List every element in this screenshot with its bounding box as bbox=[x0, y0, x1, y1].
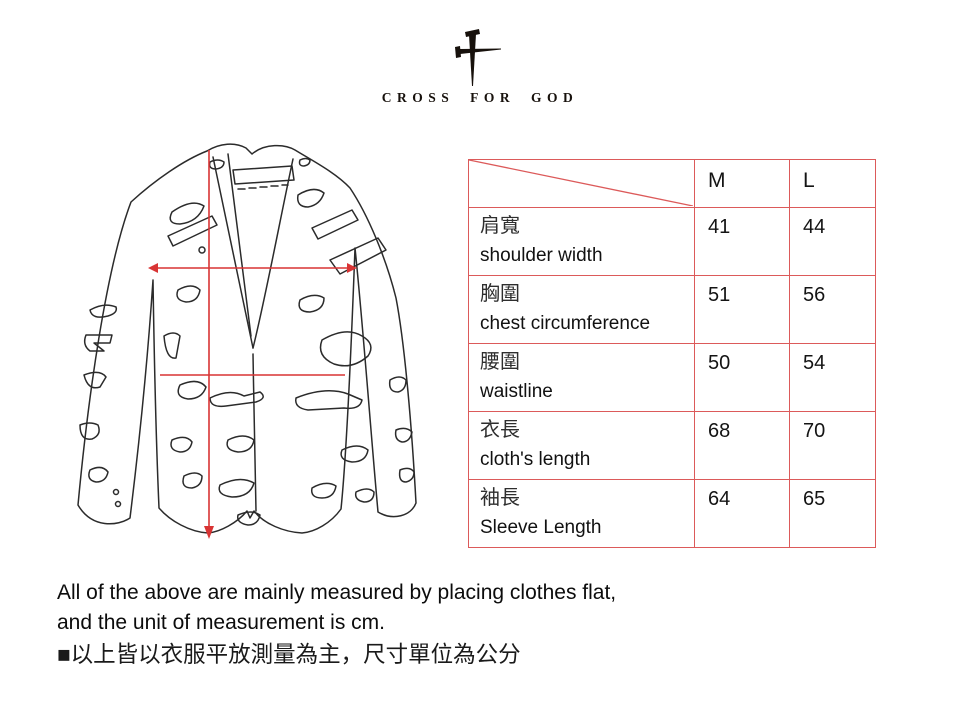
measurement-label-en: waistline bbox=[480, 381, 553, 402]
value-m: 51 bbox=[694, 275, 790, 344]
lapel-roll-line bbox=[227, 153, 252, 337]
measurement-label-zh: 肩寬 bbox=[480, 215, 520, 237]
size-table-row: 肩寬 shoulder width 41 44 bbox=[468, 207, 876, 276]
measurement-label-en: shoulder width bbox=[480, 245, 603, 266]
size-table-body: M L 肩寬 shoulder width 41 44 胸圍 chest cir… bbox=[468, 159, 876, 548]
note-line-3: ■以上皆以衣服平放測量為主，尺寸單位為公分 bbox=[57, 642, 521, 667]
size-table-row: 腰圍 waistline 50 54 bbox=[468, 343, 876, 412]
size-table-row: 胸圍 chest circumference 51 56 bbox=[468, 275, 876, 344]
size-table-header-row: M L bbox=[468, 159, 876, 208]
table-corner-cell bbox=[468, 159, 695, 208]
size-column-l: L bbox=[789, 159, 876, 208]
value-m: 41 bbox=[694, 207, 790, 276]
brand-name: CROSS FOR GOD bbox=[381, 90, 579, 105]
lapel-right-line bbox=[252, 158, 294, 349]
size-table-row: 衣長 cloth's length 68 70 bbox=[468, 411, 876, 480]
jacket-diagram bbox=[77, 143, 417, 539]
measurement-label-zh: 腰圍 bbox=[480, 351, 520, 373]
size-column-m: M bbox=[694, 159, 790, 208]
measurement-label-cell: 衣長 cloth's length bbox=[468, 411, 695, 480]
value-m: 68 bbox=[694, 411, 790, 480]
lapel-left-line bbox=[212, 156, 254, 349]
chest-width-arrow bbox=[148, 263, 357, 273]
measurement-label-zh: 袖長 bbox=[480, 487, 520, 509]
value-l: 65 bbox=[789, 479, 876, 548]
size-table: M L 肩寬 shoulder width 41 44 胸圍 chest cir… bbox=[468, 159, 876, 548]
value-l: 56 bbox=[789, 275, 876, 344]
value-l: 44 bbox=[789, 207, 876, 276]
measurement-label-zh: 胸圍 bbox=[480, 283, 520, 305]
value-m: 50 bbox=[694, 343, 790, 412]
front-opening-line bbox=[252, 353, 257, 512]
measurement-label-zh: 衣長 bbox=[480, 419, 520, 441]
measurement-label-cell: 腰圍 waistline bbox=[468, 343, 695, 412]
note-line-2: and the unit of measurement is cm. bbox=[57, 611, 385, 634]
measurement-label-cell: 胸圍 chest circumference bbox=[468, 275, 695, 344]
collar-bar bbox=[232, 165, 295, 185]
collar-stitches bbox=[237, 184, 289, 190]
value-m: 64 bbox=[694, 479, 790, 548]
measurement-label-en: chest circumference bbox=[480, 313, 651, 334]
value-l: 70 bbox=[789, 411, 876, 480]
cloth-length-arrow bbox=[204, 150, 214, 539]
value-l: 54 bbox=[789, 343, 876, 412]
measurement-notes: All of the above are mainly measured by … bbox=[57, 578, 897, 671]
diagonal-line bbox=[469, 160, 693, 206]
measurement-label-en: Sleeve Length bbox=[480, 517, 602, 538]
size-table-row: 袖長 Sleeve Length 64 65 bbox=[468, 479, 876, 548]
note-line-1: All of the above are mainly measured by … bbox=[57, 581, 617, 604]
nail-cross-icon bbox=[455, 29, 501, 86]
measurement-label-en: cloth's length bbox=[480, 449, 591, 470]
measurement-label-cell: 肩寬 shoulder width bbox=[468, 207, 695, 276]
measurement-label-cell: 袖長 Sleeve Length bbox=[468, 479, 695, 548]
